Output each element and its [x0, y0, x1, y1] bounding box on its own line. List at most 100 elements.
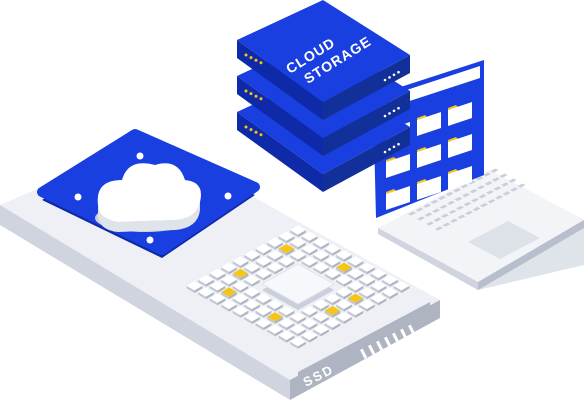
chip-cell: [209, 293, 226, 306]
chip-cell: [313, 250, 329, 262]
chip-cell: [198, 275, 214, 287]
chip-cell: [336, 262, 352, 275]
chip-cell: [313, 262, 329, 275]
ssd-vents: [359, 324, 416, 359]
chip-cell: [347, 281, 364, 293]
chip-cell: [313, 299, 329, 312]
folder-icon: [417, 112, 441, 136]
chip-cell: [278, 231, 295, 244]
chip-cell: [301, 318, 318, 331]
chip-cell: [324, 256, 341, 269]
chip-cell: [278, 244, 295, 256]
chip-cell: [359, 287, 375, 300]
chip-cell: [301, 231, 318, 244]
chip-cell: [244, 262, 260, 275]
chip-cell: [313, 312, 329, 324]
chip-cell: [301, 256, 318, 269]
chip-cell: [324, 293, 341, 306]
chip-cell: [244, 275, 260, 287]
chip-cell: [324, 244, 341, 256]
chip-cell: [221, 299, 237, 312]
chip-cell: [359, 262, 375, 275]
chip-cell: [336, 250, 352, 262]
chip-cell: [336, 275, 352, 287]
chip-cell: [347, 268, 364, 281]
chip-cell: [232, 281, 249, 293]
chip-cell: [232, 293, 249, 306]
chip-cell: [370, 293, 387, 306]
chip-cell: [221, 262, 237, 275]
chip-cell: [347, 256, 364, 269]
chip-cell: [324, 268, 341, 281]
folder-icon: [448, 134, 472, 158]
chip-cell: [301, 330, 318, 343]
chip-cell: [313, 237, 329, 250]
chip-cell: [198, 287, 214, 300]
chip-cell: [186, 281, 203, 293]
chip-cell: [255, 306, 272, 318]
chip-cell: [278, 306, 295, 318]
chip-cell: [267, 299, 283, 312]
chip-cell: [290, 225, 306, 238]
chip-cell: [324, 318, 341, 331]
folder-icon: [386, 186, 410, 210]
chip-cell: [324, 306, 341, 318]
chip-cell: [290, 250, 306, 262]
chip-cell: [244, 299, 260, 312]
folder-icon: [448, 102, 472, 126]
chip-cell: [267, 262, 283, 275]
chip-cell: [290, 337, 306, 349]
chip-cell: [209, 281, 226, 293]
chip-cell: [393, 281, 410, 293]
chip-cell: [244, 287, 260, 300]
chip-cell: [382, 275, 398, 287]
chip-cell: [301, 244, 318, 256]
chip-cell: [221, 275, 237, 287]
chip-cell: [255, 318, 272, 331]
folder-icon: [386, 154, 410, 178]
chip-cell: [221, 287, 237, 300]
chip-cell: [255, 256, 272, 269]
folder-icon: [417, 144, 441, 168]
chip-cell: [255, 244, 272, 256]
chip-cell: [267, 250, 283, 262]
chip-cell: [232, 306, 249, 318]
chip-cell: [336, 287, 352, 300]
chip-cell: [267, 237, 283, 250]
chip-cell: [244, 250, 260, 262]
server-stack: [237, 0, 410, 192]
chip-cell: [290, 324, 306, 337]
chip-cell: [370, 281, 387, 293]
chip-cell: [278, 256, 295, 269]
chip-cell: [255, 268, 272, 281]
chip-cell: [290, 312, 306, 324]
chip-cell: [232, 268, 249, 281]
folder-icon: [448, 166, 472, 190]
folder-icon: [417, 176, 441, 200]
chip-cell: [359, 275, 375, 287]
chip-cell: [347, 293, 364, 306]
laptop-keyboard: [408, 168, 526, 231]
chip-cell: [359, 299, 375, 312]
chip-cell: [336, 312, 352, 324]
chip-cell: [278, 330, 295, 343]
chip-cell: [336, 299, 352, 312]
cloud-pad: [37, 129, 260, 258]
chip-cell: [301, 306, 318, 318]
chip-cell: [278, 318, 295, 331]
chip-cell: [267, 312, 283, 324]
chip-cell: [382, 287, 398, 300]
chip-cell: [290, 237, 306, 250]
chip-cell: [347, 306, 364, 318]
chip-cell: [370, 268, 387, 281]
cloud-icon: [95, 163, 201, 232]
chip-cell: [313, 324, 329, 337]
chip-icon: [260, 263, 336, 310]
chip-cell: [244, 312, 260, 324]
chip-cell: [209, 268, 226, 281]
chip-cell: [232, 256, 249, 269]
chip-cell: [255, 293, 272, 306]
chip-cell: [267, 324, 283, 337]
chip-grid: [186, 225, 410, 349]
